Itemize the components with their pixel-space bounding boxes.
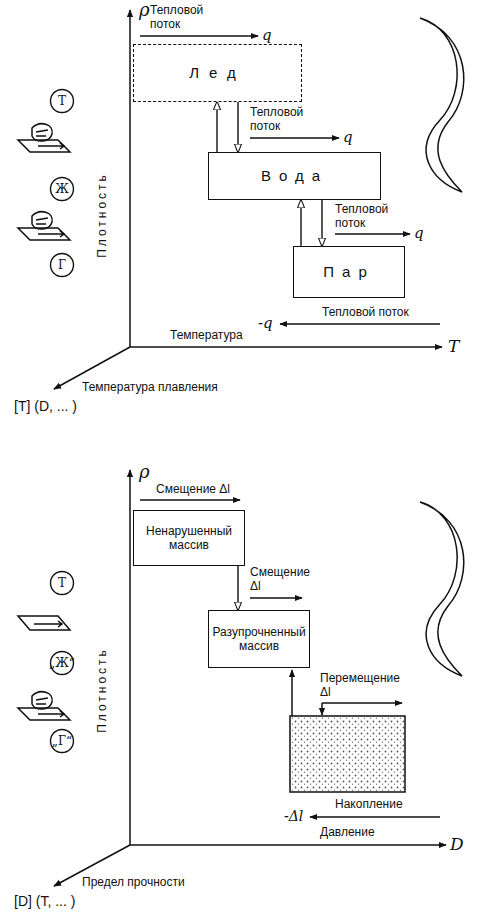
shift-label: Накопление (335, 798, 403, 812)
transfer-arrow (321, 703, 323, 715)
shift-arrow (140, 499, 240, 501)
state-circle: Г (49, 252, 75, 278)
hand-sketch (32, 692, 52, 709)
phase-box: Лед (133, 44, 302, 102)
shift-label: Смещение Δl (250, 566, 322, 594)
hand-sketch (36, 218, 48, 224)
flow-symbol: q (262, 27, 272, 44)
circle-outline (51, 730, 74, 753)
shift-arrow (310, 816, 440, 818)
sheet-sketch (18, 140, 70, 152)
axis-title: Температура плавления (82, 381, 218, 395)
state-letter: Т (58, 94, 66, 108)
hand-icon (18, 212, 70, 240)
curve-bracket (420, 502, 464, 676)
axis-title: Температура (170, 329, 243, 343)
state-circle: Т (49, 88, 75, 114)
state-circle: „Г“ (49, 728, 75, 754)
axis-title: Плотность (96, 647, 110, 733)
motion-arrow (38, 711, 64, 717)
phase-box: Пар (293, 246, 405, 298)
flow-arrow (140, 35, 258, 37)
axis-symbol: T (448, 337, 459, 357)
shift-label: Смещение Δl (156, 483, 230, 497)
state-letter: Г (58, 258, 66, 272)
formula-label: [D] (T, ... ) (14, 893, 75, 909)
state-letter: „Г“ (52, 734, 72, 748)
flow-arrow (335, 233, 410, 235)
flow-arrow (280, 323, 440, 325)
density-axis (129, 470, 131, 845)
flow-symbol: q (343, 129, 353, 146)
sheet-sketch (18, 708, 70, 720)
box-text: Вода (261, 167, 328, 185)
pressure-axis (130, 844, 446, 846)
axis-symbol: ρ (139, 462, 150, 483)
hand-sketch (32, 124, 52, 141)
axis-symbol: D (450, 835, 464, 855)
flow-connector (237, 102, 238, 152)
axis-symbol: ρ (139, 0, 150, 21)
flow-connector (300, 200, 301, 246)
axis-title: Плотность (96, 172, 110, 258)
temperature-axis (130, 346, 442, 348)
axis-title: Давление (320, 826, 375, 840)
flow-label: Тепловой поток (322, 306, 409, 320)
shift-arrow (250, 597, 302, 599)
state-letter: Ж (55, 182, 68, 196)
box-text: Пар (323, 263, 374, 281)
circle-outline (51, 178, 74, 201)
circle-outline (51, 254, 74, 277)
circle-outline (51, 572, 74, 595)
transfer-arrow (291, 670, 293, 716)
state-circle: Т (49, 570, 75, 596)
debris-box (290, 716, 405, 792)
hand-icon (18, 616, 70, 630)
flow-symbol: -q (258, 315, 273, 332)
curve-bracket (420, 18, 464, 192)
box-text: Лед (189, 64, 246, 82)
hand-icon (18, 692, 70, 720)
box-text: Ненарушенный массив (140, 524, 238, 553)
flow-label: Тепловой поток (335, 203, 407, 231)
rock-box: Разупрочненный массив (208, 610, 310, 668)
hand-sketch (32, 212, 52, 229)
formula-label: [T] (D, ... ) (14, 398, 77, 414)
sheet-sketch (18, 228, 70, 240)
motion-arrow (34, 621, 62, 627)
density-axis (129, 10, 131, 347)
flow-label: Тепловой поток (150, 4, 222, 32)
state-letter: „Ж“ (49, 656, 75, 670)
flow-connector (237, 566, 238, 610)
rock-box: Ненарушенный массив (133, 510, 245, 566)
flow-symbol: q (414, 225, 424, 242)
hand-sketch (36, 130, 48, 136)
flow-connector (216, 102, 217, 152)
box-text: Разупрочненный массив (212, 625, 305, 654)
state-circle: Ж (49, 176, 75, 202)
phase-box: Вода (208, 152, 381, 200)
circle-outline (51, 90, 74, 113)
sheet-sketch (18, 616, 70, 630)
motion-arrow (38, 231, 64, 237)
state-circle: „Ж“ (49, 650, 75, 676)
flow-arrow (250, 137, 339, 139)
motion-arrow (38, 143, 64, 149)
hand-icon (18, 124, 70, 152)
shift-label: Перемещение Δl (320, 672, 410, 700)
flow-connector (321, 200, 322, 246)
state-letter: Т (58, 576, 66, 590)
shift-symbol: -Δl (284, 808, 303, 824)
flow-label: Тепловой поток (250, 106, 322, 134)
axis-title: Предел прочности (82, 876, 185, 890)
shift-arrow (322, 702, 402, 704)
hand-sketch (36, 698, 48, 704)
